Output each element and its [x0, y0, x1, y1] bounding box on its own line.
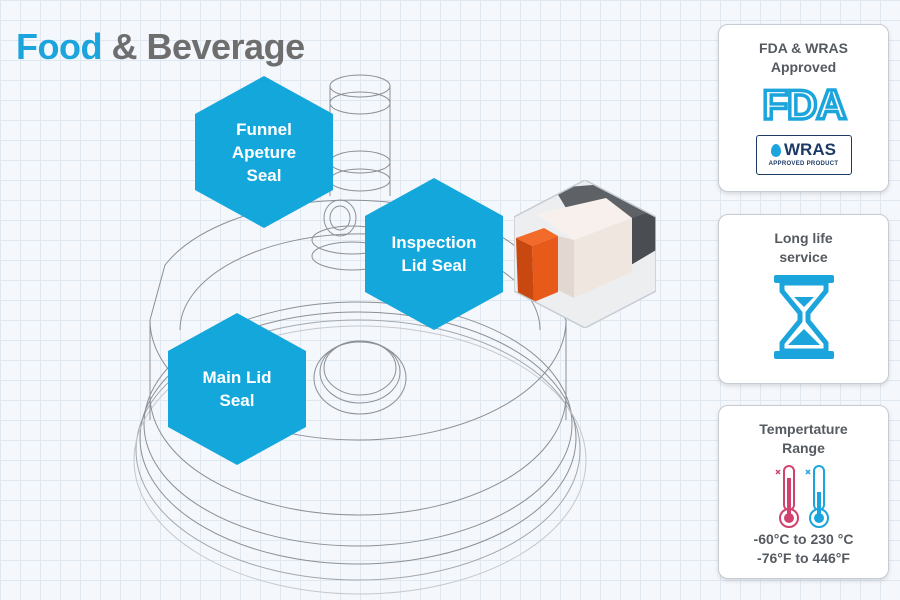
- temperature-range: -60°C to 230 °C -76°F to 446°F: [719, 530, 888, 568]
- approvals-card: FDA & WRAS Approved FDA WRAS APPROVED PR…: [718, 24, 889, 192]
- funnel-mid-ring: [329, 150, 391, 174]
- fda-logo: FDA: [760, 83, 848, 125]
- long-life-title: Long life service: [774, 230, 833, 265]
- temperature-card: Tempertature Range -60°C to 230 °C -76°F…: [718, 405, 889, 579]
- approvals-title: FDA & WRAS Approved: [759, 40, 848, 75]
- main-lid-ring-face: [323, 340, 397, 396]
- wras-logo: WRAS APPROVED PRODUCT: [755, 135, 852, 175]
- main-lid-ring-outer: [313, 341, 407, 415]
- main-lid-seal-callout: Main Lid Seal: [168, 313, 306, 465]
- hourglass-icon: [773, 275, 834, 359]
- main-lid-seal-label: Main Lid Seal: [202, 368, 272, 410]
- temperature-title: Tempertature Range: [759, 421, 848, 456]
- page-title: Food & Beverage: [16, 26, 305, 68]
- title-beverage: & Beverage: [111, 26, 305, 67]
- long-life-card: Long life service: [718, 214, 889, 384]
- orange-seal-strip: [516, 228, 558, 246]
- water-drop-icon: [771, 143, 782, 157]
- funnel-top-ring-inner: [329, 91, 391, 115]
- valve-handwheel: [323, 199, 357, 237]
- valve-handwheel-inner: [329, 205, 351, 231]
- wras-logo-text: WRAS: [784, 140, 836, 159]
- funnel-lower-ring: [329, 168, 391, 192]
- hot-thermometer-icon: [774, 465, 799, 528]
- funnel-aperture-seal-label: Funnel Apeture Seal: [231, 119, 297, 185]
- inspection-lid-seal-label: Inspection Lid Seal: [391, 233, 477, 275]
- funnel-column: [329, 86, 391, 196]
- fda-logo-text: FDA: [762, 83, 846, 125]
- main-lid-ring-inner: [319, 340, 401, 404]
- funnel-top-ring: [329, 74, 391, 98]
- tank-base-inner-ring: [143, 301, 573, 547]
- seal-samples-photo: [514, 180, 656, 328]
- cold-thermometer-icon: [804, 465, 829, 528]
- tank-body-mid: [149, 394, 567, 516]
- title-food: Food: [16, 26, 102, 67]
- tank-base-ring: [139, 311, 577, 565]
- temperature-range-celsius: -60°C to 230 °C: [753, 531, 854, 547]
- wras-approved-product: APPROVED PRODUCT: [768, 161, 839, 167]
- thermometer-icons: [774, 465, 829, 528]
- tank-ground-shadow: [133, 325, 587, 595]
- tank-base-outer-ring: [135, 319, 581, 581]
- temperature-range-fahrenheit: -76°F to 446°F: [757, 550, 850, 566]
- white-seal-strip: [536, 198, 632, 240]
